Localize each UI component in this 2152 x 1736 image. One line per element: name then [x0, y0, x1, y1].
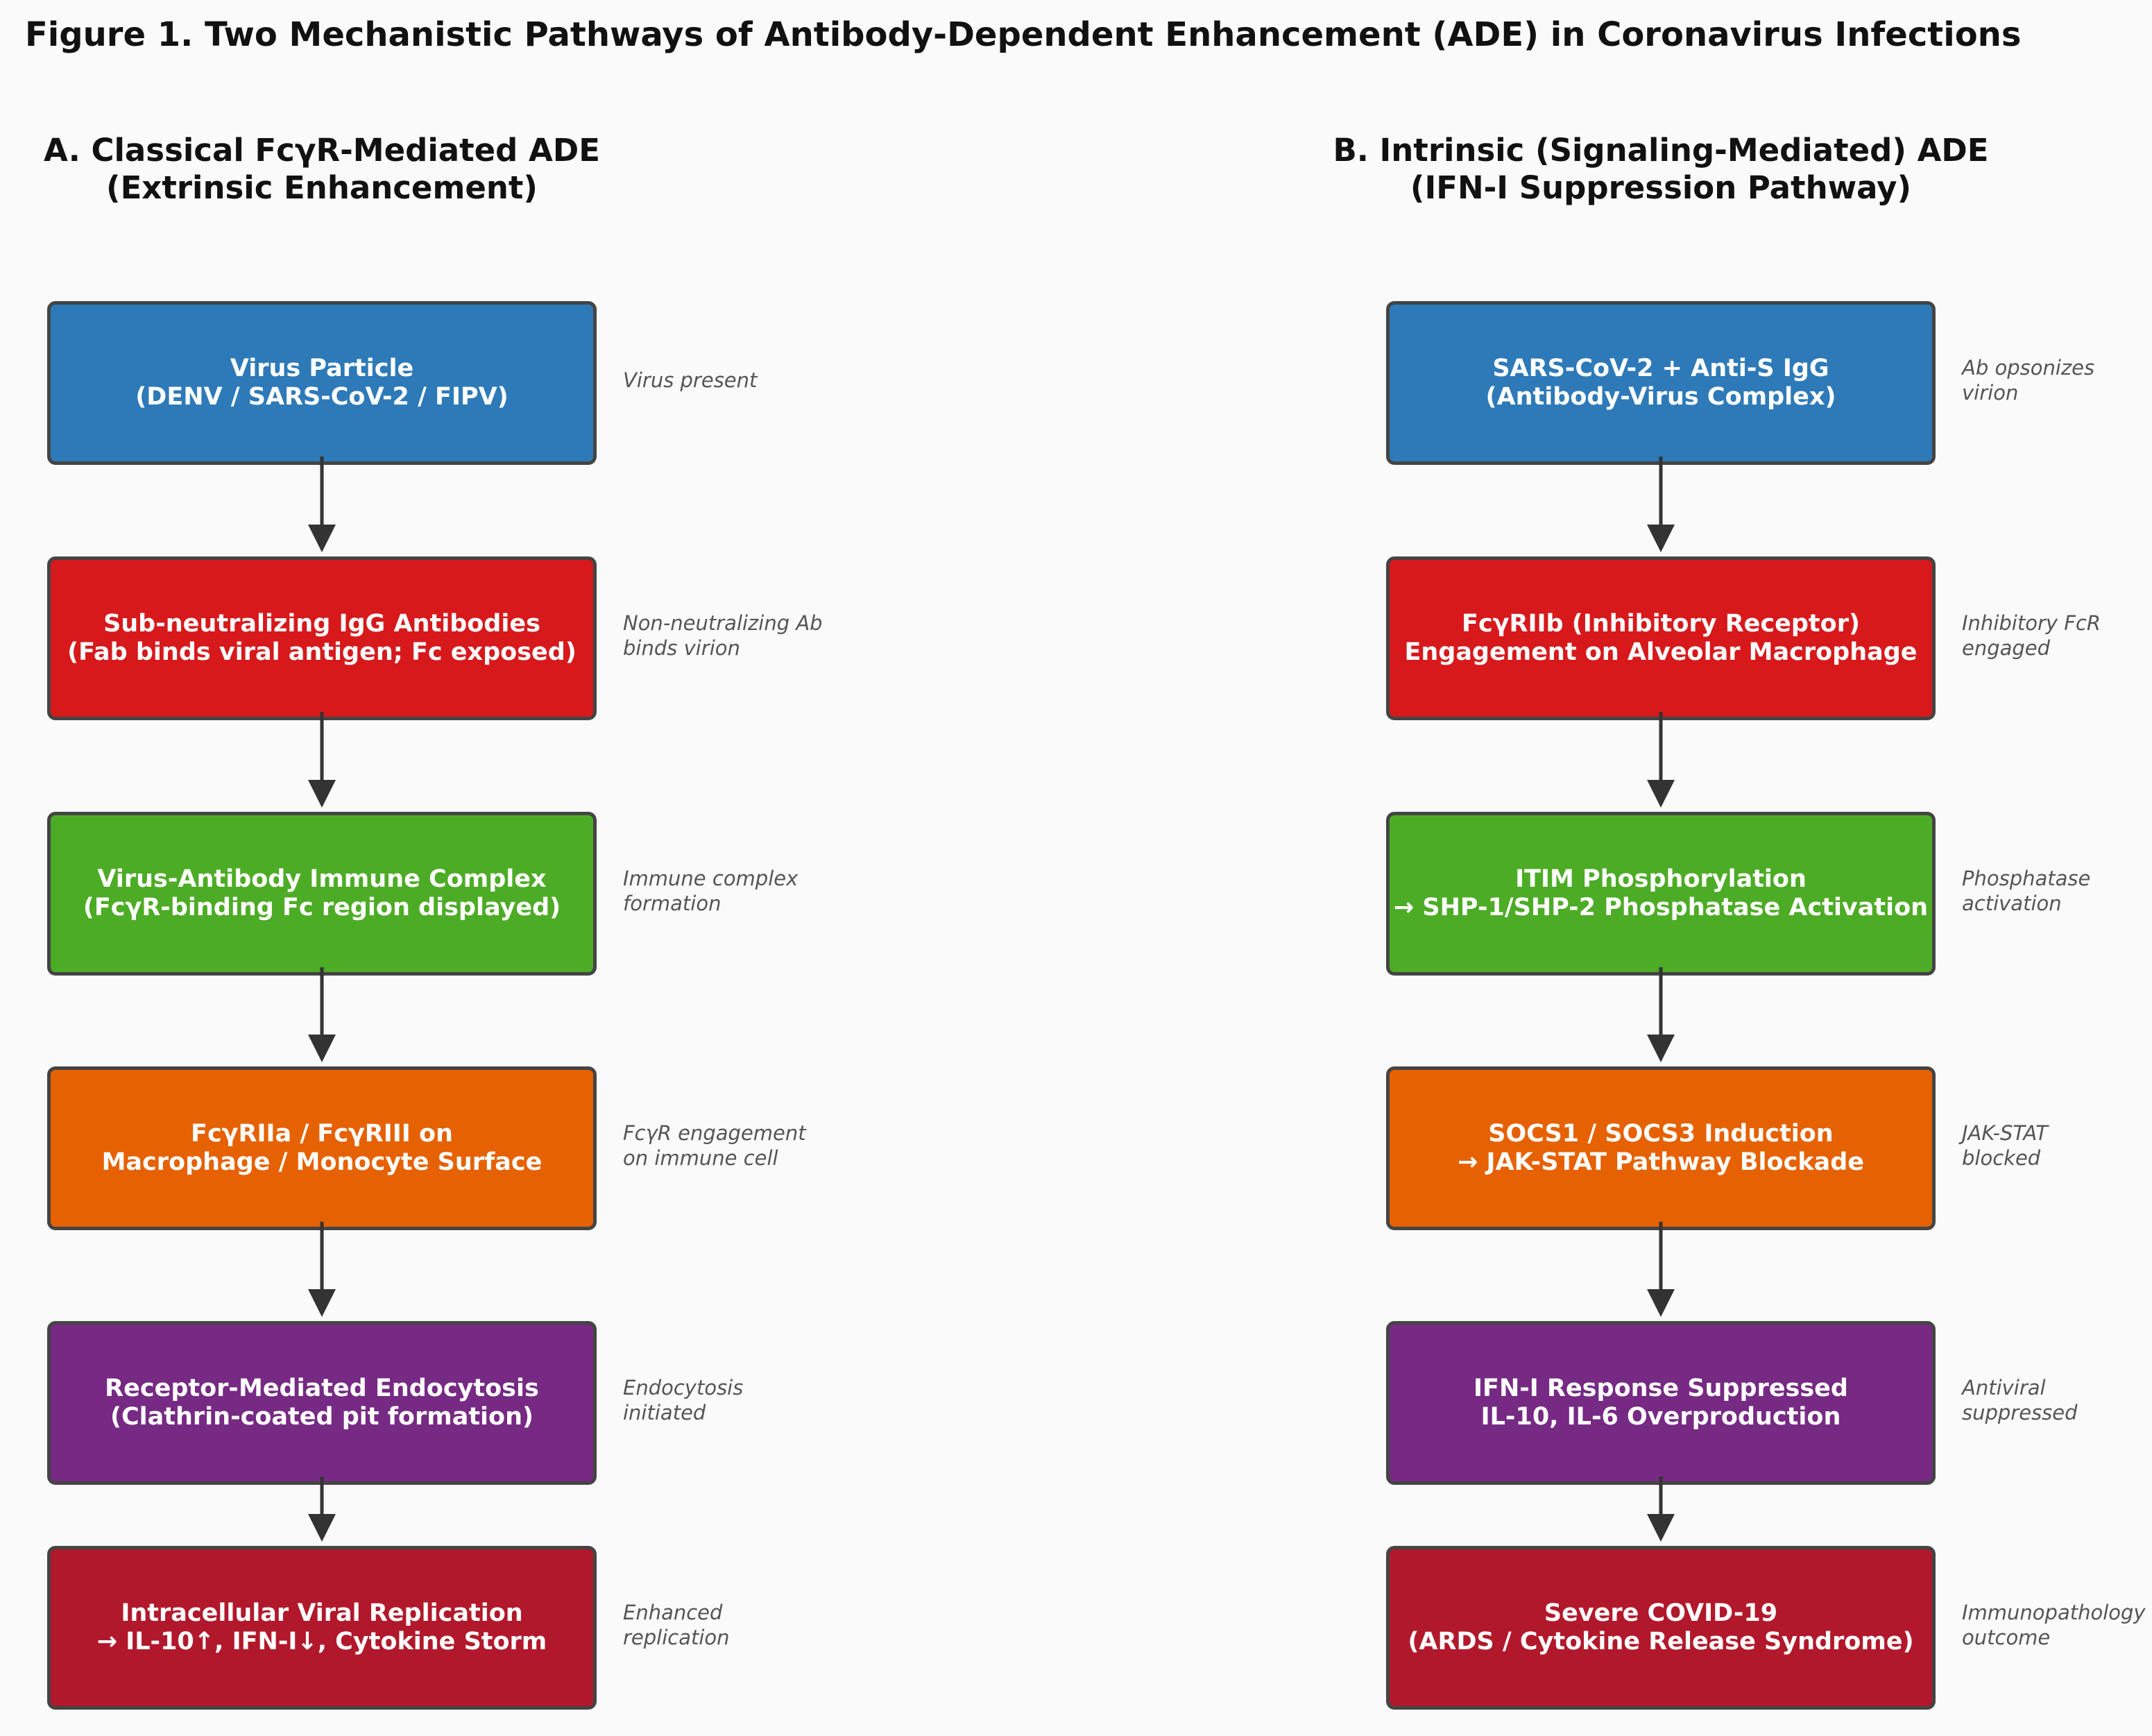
step-label-line: (Fab binds viral antigen; Fc exposed) — [67, 638, 577, 666]
step-label-line: Engagement on Alveolar Macrophage — [1404, 638, 1918, 666]
annotation-line: Non-neutralizing Ab — [623, 611, 823, 635]
step-label-line: (DENV / SARS-CoV-2 / FIPV) — [135, 383, 509, 411]
annotation-line: suppressed — [1962, 1401, 2078, 1424]
pathway-a-step-6: Intracellular Viral Replication→ IL-10↑,… — [47, 1546, 597, 1710]
annotation-line: JAK-STAT — [1962, 1121, 2048, 1145]
panel-title-b: B. Intrinsic (Signaling-Mediated) ADE(IF… — [1314, 132, 2008, 207]
panel-title-a: A. Classical FcγR-Mediated ADE(Extrinsic… — [0, 132, 669, 207]
annotation-line: Phosphatase — [1962, 867, 2091, 890]
step-label-line: (Antibody-Virus Complex) — [1485, 383, 1836, 411]
annotation-line: engaged — [1962, 636, 2051, 660]
step-label-line: (FcγR-binding Fc region displayed) — [83, 894, 561, 921]
annotation-line: Virus present — [623, 368, 758, 392]
step-label-line: Severe COVID-19 — [1544, 1599, 1778, 1627]
step-label-line: IL-10, IL-6 Overproduction — [1480, 1403, 1841, 1431]
step-label-line: Receptor-Mediated Endocytosis — [105, 1375, 539, 1402]
step-label-line: (Clathrin-coated pit formation) — [110, 1403, 534, 1431]
annotation-line: outcome — [1962, 1626, 2051, 1649]
step-label-line: IFN-I Response Suppressed — [1474, 1375, 1848, 1402]
step-label-line: → SHP-1/SHP-2 Phosphatase Activation — [1393, 894, 1929, 921]
step-label-line: Sub-neutralizing IgG Antibodies — [103, 610, 540, 638]
pathway-b-step-3: ITIM Phosphorylation→ SHP-1/SHP-2 Phosph… — [1386, 812, 1936, 976]
step-label-line: FcγRIIb (Inhibitory Receptor) — [1462, 610, 1860, 638]
pathway-a-step-5: Receptor-Mediated Endocytosis(Clathrin-c… — [47, 1321, 597, 1485]
annotation-line: Antiviral — [1962, 1376, 2046, 1399]
figure-title: Figure 1. Two Mechanistic Pathways of An… — [25, 15, 2022, 54]
step-label-line: → JAK-STAT Pathway Blockade — [1457, 1148, 1865, 1176]
pathway-b-step-6: Severe COVID-19(ARDS / Cytokine Release … — [1386, 1546, 1936, 1710]
annotation-line: Ab opsonizes — [1962, 356, 2095, 380]
annotation-line: initiated — [623, 1401, 706, 1424]
pathway-b-step-1: SARS-CoV-2 + Anti-S IgG(Antibody-Virus C… — [1386, 301, 1936, 465]
pathway-b-step-4: SOCS1 / SOCS3 Induction→ JAK-STAT Pathwa… — [1386, 1066, 1936, 1230]
annotation-line: formation — [623, 892, 721, 915]
step-label-line: Macrophage / Monocyte Surface — [101, 1148, 543, 1176]
annotation-line: Inhibitory FcR — [1962, 611, 2101, 635]
step-annotation: Virus present — [623, 368, 757, 393]
panel-title-line: (IFN-I Suppression Pathway) — [1410, 169, 1912, 206]
panel-title-line: A. Classical FcγR-Mediated ADE — [44, 132, 600, 169]
step-label-line: → IL-10↑, IFN-I↓, Cytokine Storm — [96, 1628, 547, 1656]
annotation-line: virion — [1962, 381, 2019, 405]
step-label-line: Virus Particle — [230, 355, 414, 382]
annotation-line: blocked — [1962, 1146, 2041, 1170]
annotation-line: activation — [1962, 892, 2062, 915]
step-label-line: SOCS1 / SOCS3 Induction — [1488, 1120, 1834, 1148]
step-label-line: FcγRIIa / FcγRIII on — [191, 1120, 453, 1148]
annotation-line: Immunopathology — [1962, 1601, 2146, 1624]
annotation-line: binds virion — [623, 636, 740, 660]
annotation-line: Endocytosis — [623, 1376, 744, 1399]
annotation-line: Enhanced — [623, 1601, 723, 1624]
panel-title-line: (Extrinsic Enhancement) — [106, 169, 538, 206]
step-label-line: (ARDS / Cytokine Release Syndrome) — [1408, 1628, 1914, 1656]
step-label-line: Virus-Antibody Immune Complex — [97, 865, 547, 893]
step-label-line: Intracellular Viral Replication — [121, 1599, 523, 1627]
annotation-line: on immune cell — [623, 1146, 778, 1170]
step-label-line: SARS-CoV-2 + Anti-S IgG — [1492, 355, 1829, 382]
panel-title-line: B. Intrinsic (Signaling-Mediated) ADE — [1333, 132, 1989, 169]
pathway-b-step-2: FcγRIIb (Inhibitory Receptor)Engagement … — [1386, 556, 1936, 720]
annotation-line: replication — [623, 1626, 730, 1649]
pathway-a-step-3: Virus-Antibody Immune Complex(FcγR-bindi… — [47, 812, 597, 976]
annotation-line: Immune complex — [623, 867, 799, 890]
step-label-line: ITIM Phosphorylation — [1515, 865, 1807, 893]
annotation-line: FcγR engagement — [623, 1121, 806, 1145]
